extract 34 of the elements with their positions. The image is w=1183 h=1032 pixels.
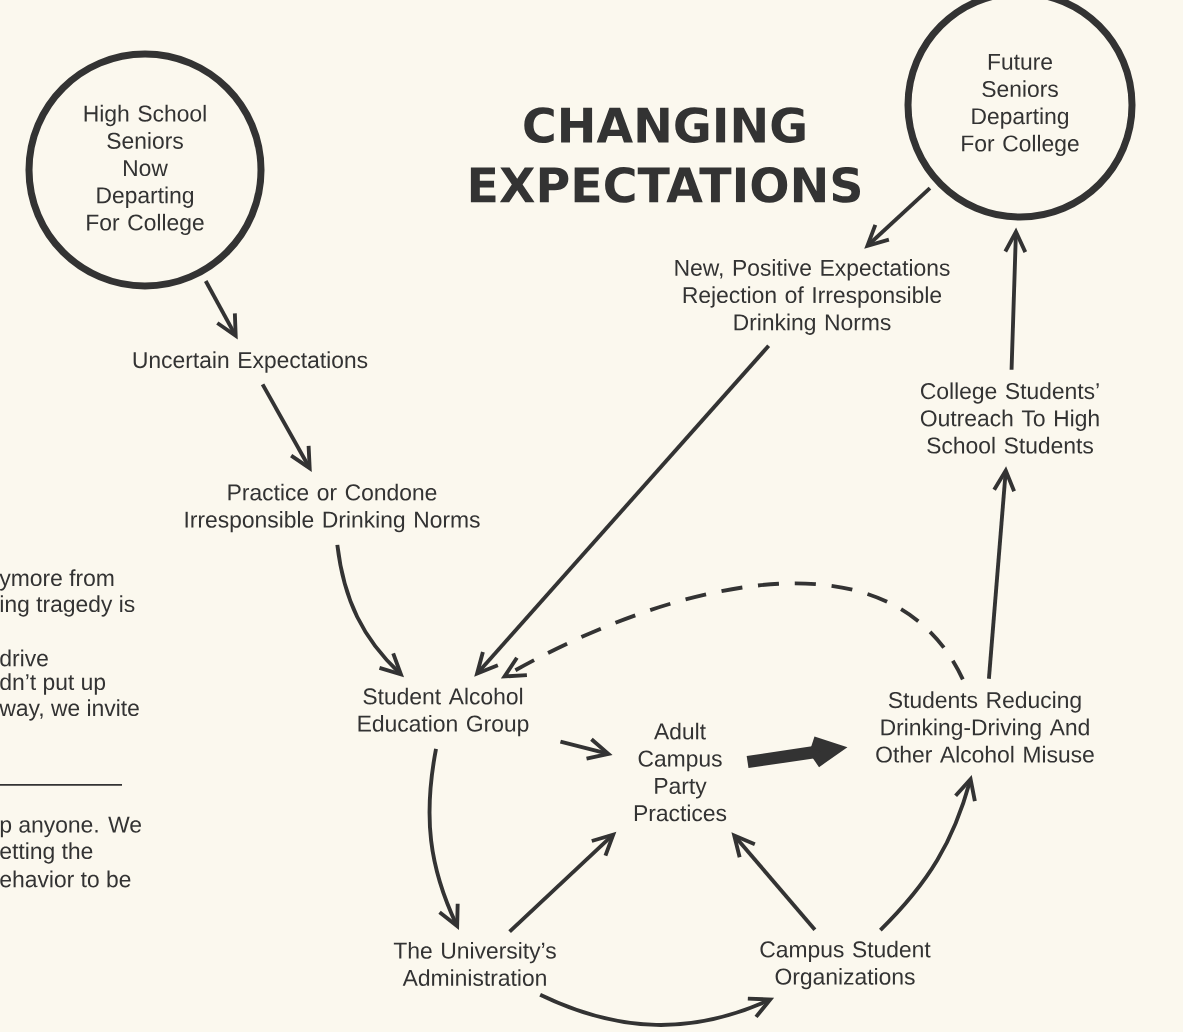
arrow [427, 748, 460, 930]
node-label: Uncertain Expectations [133, 351, 368, 373]
text-fragment: ehavior to be [0, 870, 131, 888]
node-label: Practice or Condone Irresponsible Drinking Norms [185, 483, 480, 533]
node-label: Adult Campus Party Practices [634, 722, 727, 822]
text-fragment: way, we invite [0, 699, 139, 721]
arrow [879, 775, 977, 932]
node-label: Campus Student Organizations [760, 940, 931, 990]
arrow [1003, 227, 1028, 370]
title: CHANGING EXPECTATIONS [470, 107, 860, 203]
circle-node: High School Seniors Now Departing For College [25, 50, 265, 290]
arrow [335, 544, 405, 678]
node-label: Students Reducing Drinking-Driving And Other Alcohol Misuse [876, 691, 1094, 763]
arrow [864, 186, 932, 249]
text-fragment: dn’t put up [0, 673, 106, 695]
text-fragment: ing tragedy is [0, 595, 135, 617]
arrow [474, 344, 771, 677]
arrow [539, 992, 775, 1027]
arrow [746, 736, 848, 769]
text-fragment: etting the [0, 842, 93, 864]
arrow [559, 737, 613, 761]
node-label: The University’s Administration [393, 942, 556, 986]
text-fragment: drive [0, 649, 48, 667]
node-label: College Students’ Outreach To High School Students [920, 382, 1099, 454]
arrow [260, 383, 312, 472]
node-label: Student Alcohol Education Group [358, 687, 529, 737]
text-fragment: p anyone. We [0, 816, 141, 838]
arrow [731, 832, 817, 932]
arrow [508, 831, 617, 933]
arrow [987, 466, 1016, 679]
text-fragment: ymore from [0, 569, 114, 591]
arrow [204, 280, 238, 340]
node-label: New, Positive Expectations Rejection of Irresponsible Drinking Norms [675, 259, 950, 335]
arrow [500, 581, 965, 681]
